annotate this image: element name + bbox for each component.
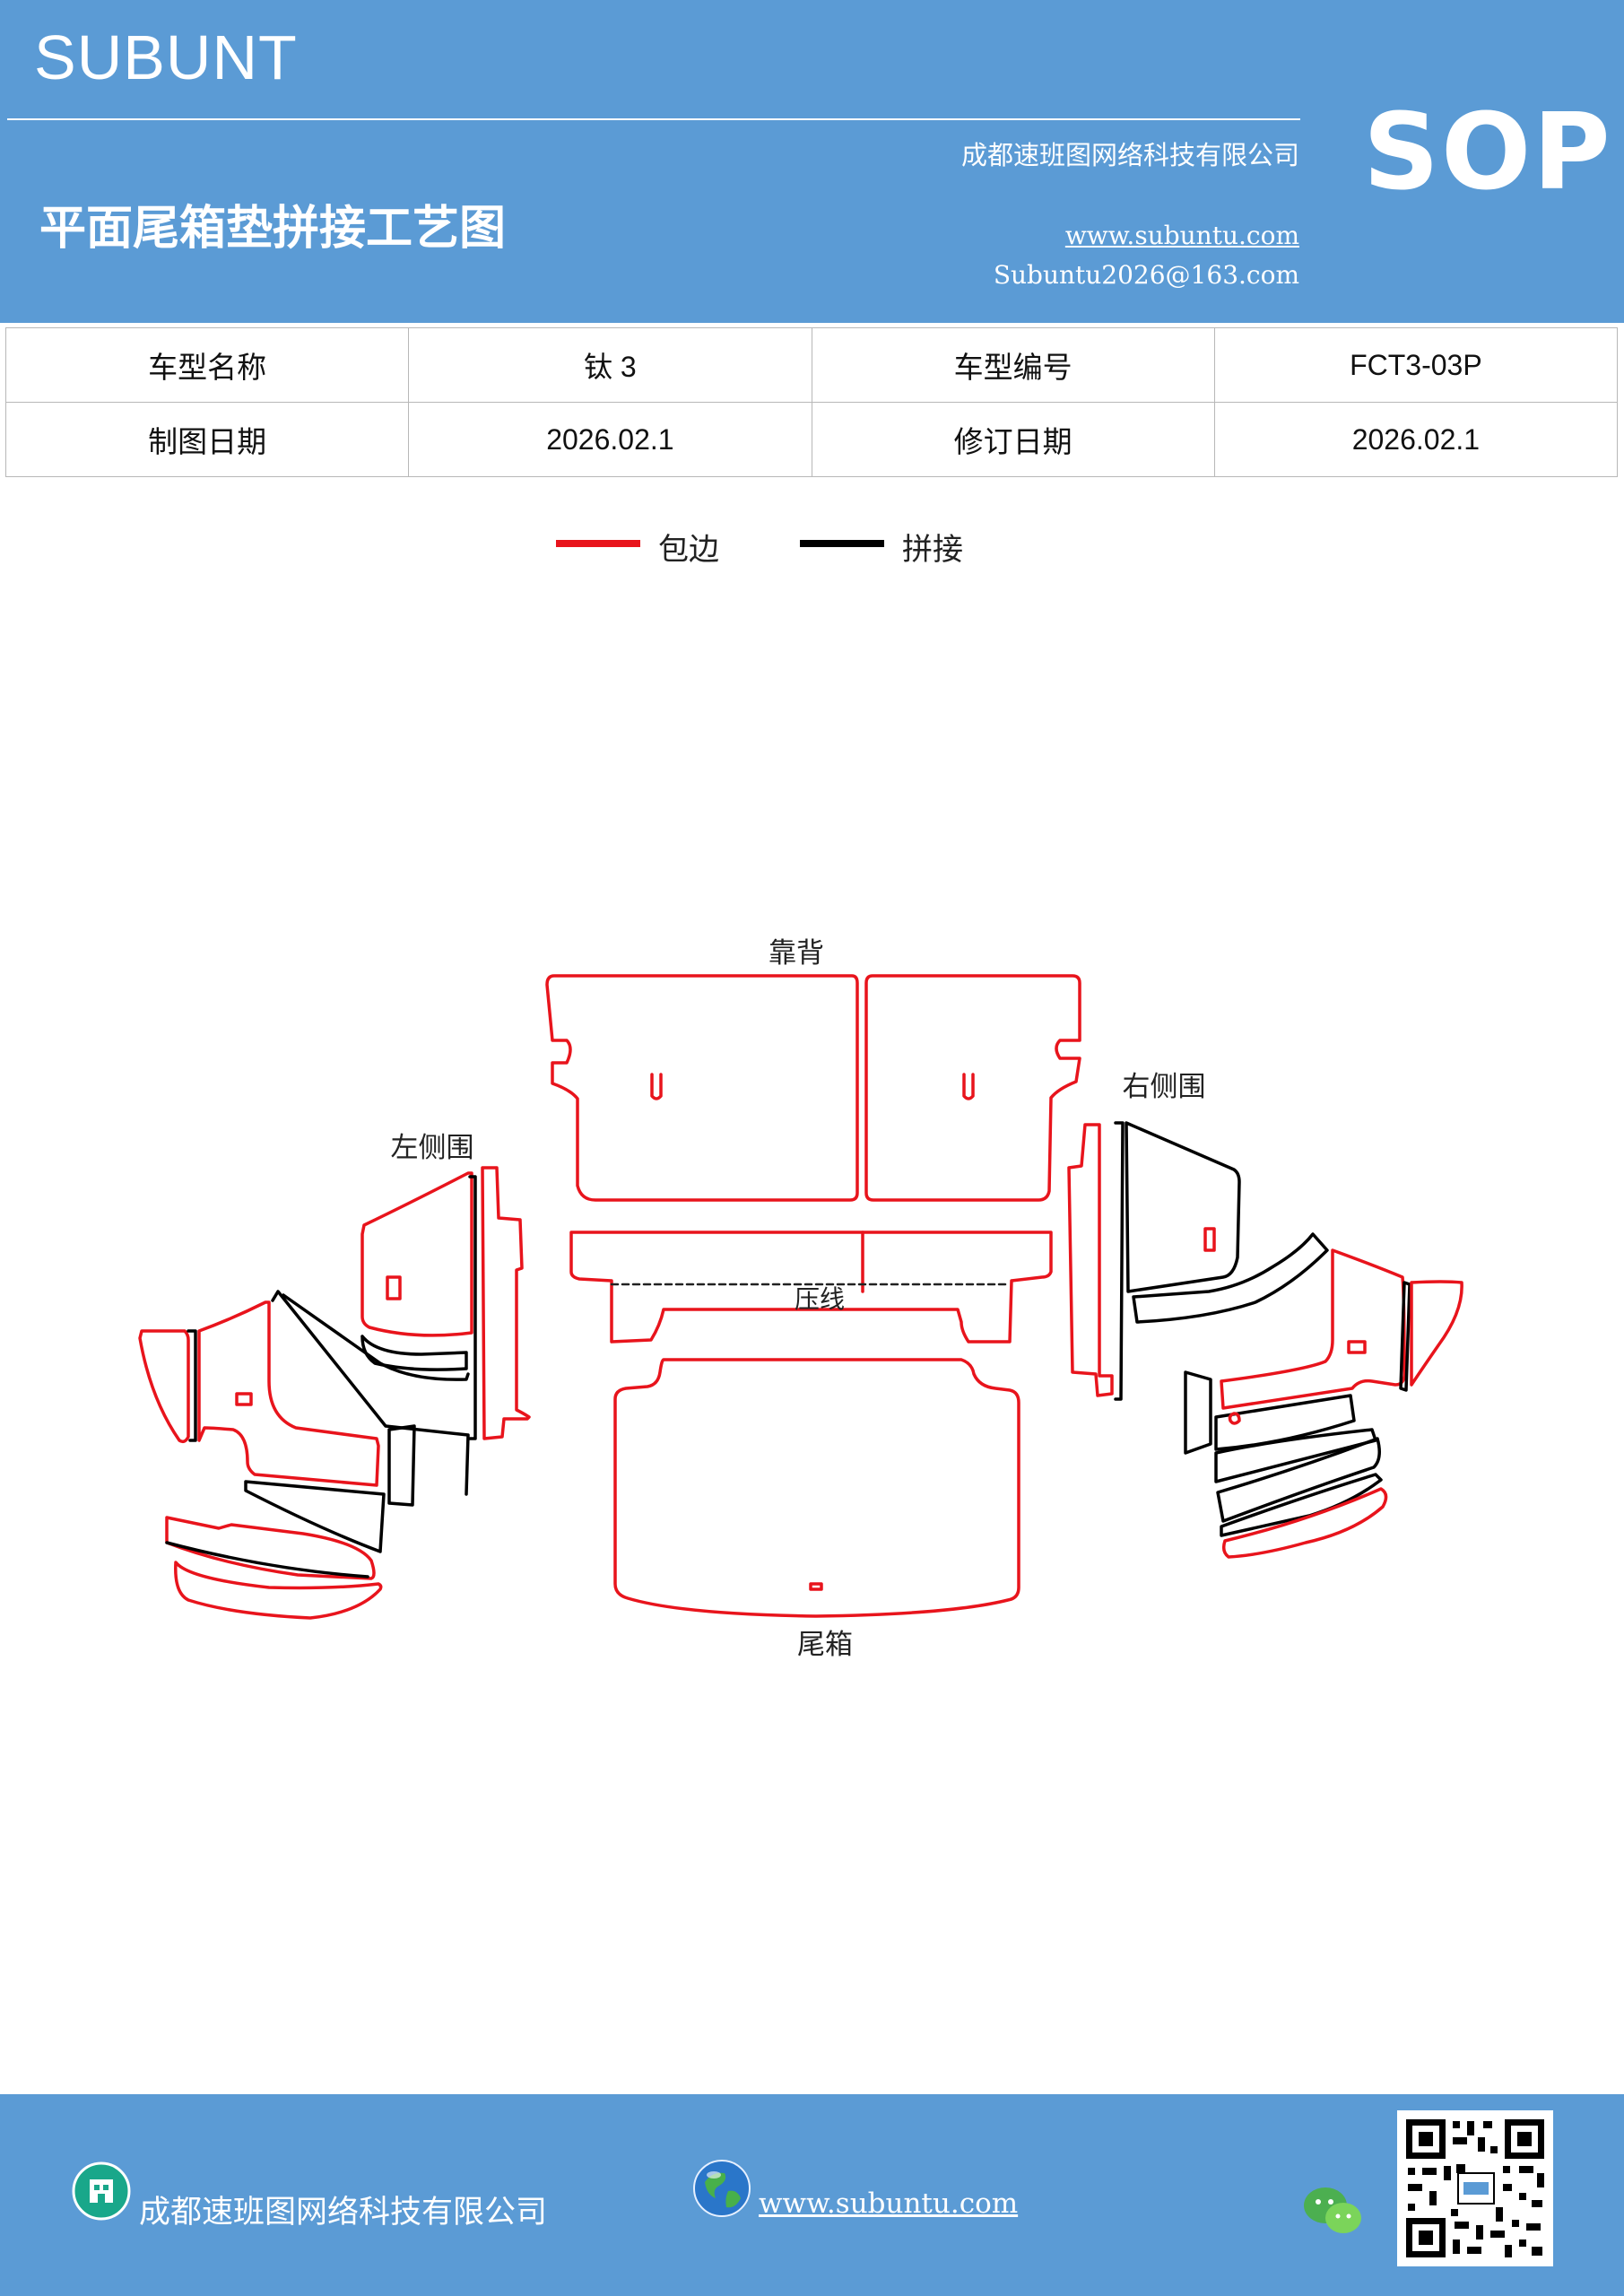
table-cell-label: 制图日期 — [4, 402, 410, 477]
website-link[interactable]: www.subuntu.com — [1064, 221, 1299, 250]
table-cell-label: 车型编号 — [811, 327, 1215, 403]
left-side-enclosure — [138, 1166, 531, 1620]
qr-code — [1397, 2110, 1553, 2266]
globe-icon — [693, 2160, 751, 2217]
header-banner: SUBUNT 成都速班图网络科技有限公司 平面尾箱垫拼接工艺图 www.subu… — [0, 0, 1624, 323]
footer-company-name: 成都速班图网络科技有限公司 — [139, 2195, 548, 2231]
email-address: Subuntu2026@163.com — [993, 260, 1299, 290]
vehicle-info-table: 车型名称 钛 3 车型编号 FCT3-03P 制图日期 2026.02.1 修订… — [4, 327, 1619, 477]
legend: 包边 拼接 — [0, 525, 1624, 570]
brand-name: SUBUNT — [34, 22, 298, 92]
table-cell-value: 2026.02.1 — [408, 402, 812, 477]
table-row: 车型名称 钛 3 车型编号 FCT3-03P — [4, 327, 1619, 403]
legend-edging-swatch — [556, 540, 640, 547]
table-cell-label: 修订日期 — [811, 402, 1215, 477]
label-right-side: 右侧围 — [1123, 1071, 1206, 1103]
table-cell-value: FCT3-03P — [1213, 327, 1619, 403]
middle-floor-strip — [569, 1231, 1053, 1344]
legend-seam-swatch — [800, 540, 884, 547]
table-row: 制图日期 2026.02.1 修订日期 2026.02.1 — [4, 402, 1619, 477]
table-cell-label: 车型名称 — [4, 327, 410, 403]
document-title: 平面尾箱垫拼接工艺图 — [39, 202, 507, 256]
backrest-left-panel — [545, 974, 859, 1202]
wechat-icon — [1304, 2187, 1361, 2233]
building-icon — [72, 2161, 131, 2221]
sop-badge: SOP — [1363, 90, 1612, 213]
footer-banner: 成都速班图网络科技有限公司 www.subuntu.com — [0, 2094, 1624, 2296]
header-divider — [7, 118, 1300, 120]
legend-seam-label: 拼接 — [902, 532, 963, 568]
footer-website-link[interactable]: www.subuntu.com — [759, 2187, 1019, 2220]
backrest-right-panel — [864, 974, 1081, 1202]
trunk-floor-panel — [613, 1358, 1020, 1618]
company-name: 成都速班图网络科技有限公司 — [960, 140, 1299, 170]
label-backrest: 靠背 — [769, 937, 824, 970]
label-trunk: 尾箱 — [797, 1629, 853, 1661]
trunk-mat-diagram: 靠背 左侧围 右侧围 压线 尾箱 — [138, 937, 1463, 1661]
right-side-enclosure — [1067, 1121, 1463, 1559]
label-left-side: 左侧围 — [391, 1132, 474, 1164]
table-cell-value: 2026.02.1 — [1213, 402, 1619, 477]
legend-edging-label: 包边 — [658, 532, 719, 568]
table-cell-value: 钛 3 — [408, 327, 812, 403]
label-crease: 压线 — [795, 1284, 845, 1314]
